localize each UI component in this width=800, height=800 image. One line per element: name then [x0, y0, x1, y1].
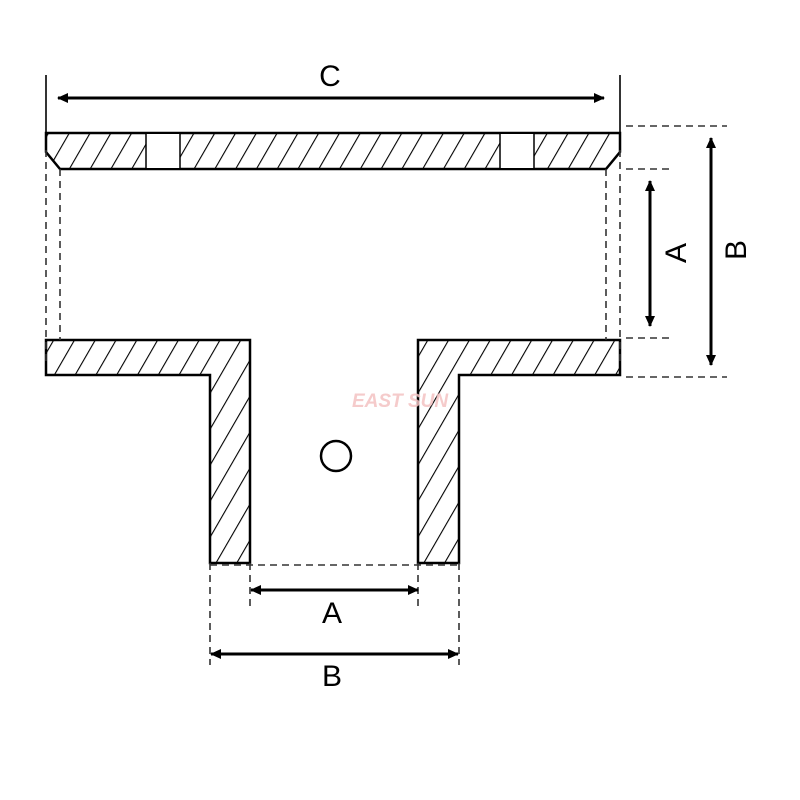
right-extension-lines: [626, 125, 727, 378]
run-bottom-right-wall: [416, 338, 622, 565]
dimension-a-run-label: A: [660, 243, 693, 263]
watermark-text: EAST SUN: [352, 391, 449, 412]
dimension-a-branch-label: A: [322, 597, 342, 630]
branch-extension-lines: [209, 563, 460, 665]
run-end-dashes: [45, 150, 621, 362]
c-extension-lines: [45, 75, 621, 133]
dimension-c-label: C: [319, 60, 341, 93]
run-top-wall: [44, 131, 622, 171]
dimension-b-branch-label: B: [322, 660, 342, 693]
run-bottom-left-wall: [44, 338, 252, 565]
dimension-b-run-label: B: [720, 240, 753, 260]
branch-port-circle: [319, 439, 353, 473]
